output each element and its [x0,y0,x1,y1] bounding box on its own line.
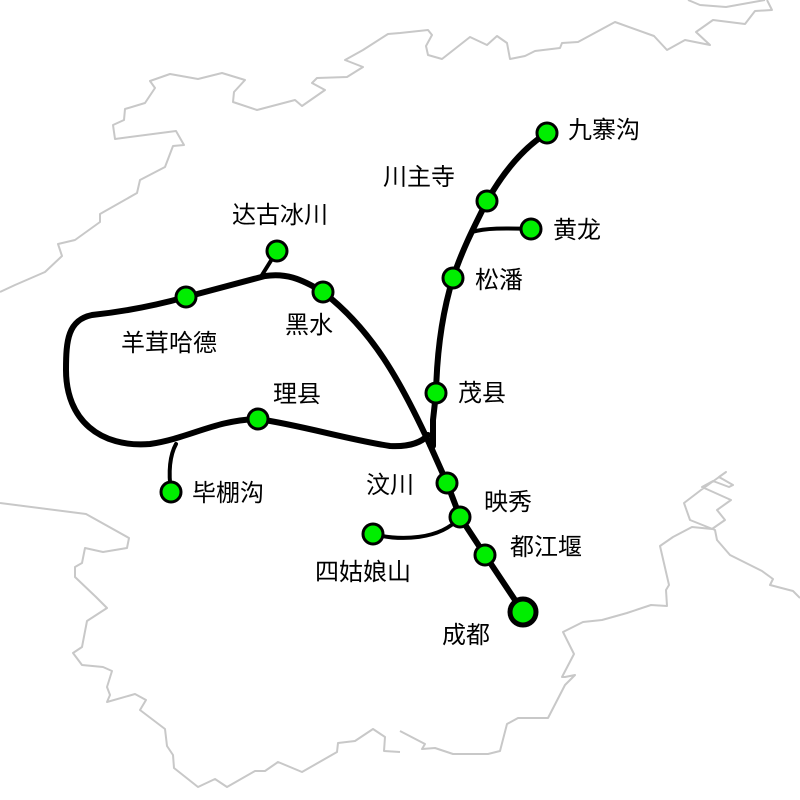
stations [159,121,559,628]
label-lixian: 理县 [273,380,321,408]
station-dujiangyan[interactable] [473,543,497,567]
station-yingxiu[interactable] [448,505,472,529]
border-southwest [0,502,401,788]
label-maoxian: 茂县 [458,379,506,407]
station-maoxian[interactable] [424,381,448,405]
label-bipenggou: 毕棚沟 [192,479,264,507]
border-northeast [687,0,766,8]
station-chuanzhusi[interactable] [475,189,499,213]
station-siguniangshan[interactable] [361,522,385,546]
station-huanglong[interactable] [519,217,543,241]
label-chengdu: 成都 [442,621,490,649]
border-north [0,0,773,293]
label-jiuzhaigou: 九寨沟 [568,116,640,144]
label-heishui: 黑水 [285,311,333,339]
route-loop-west [63,273,431,450]
station-heishui[interactable] [311,280,335,304]
station-chengdu[interactable] [507,596,539,628]
label-wenchuan: 汶川 [366,471,414,499]
label-yangronghade: 羊茸哈德 [121,329,217,357]
station-jiuzhaigou[interactable] [535,121,559,145]
station-yangronghade[interactable] [174,285,198,309]
label-siguniangshan: 四姑娘山 [315,558,411,586]
station-lixian[interactable] [246,407,270,431]
label-songpan: 松潘 [475,266,523,294]
border-southeast [399,471,800,755]
station-bipenggou[interactable] [159,480,183,504]
routes [63,130,550,615]
route-wenchuan-heishui [262,272,433,448]
label-chuanzhusi: 川主寺 [383,163,455,191]
route-branch-siguniangshan [371,516,461,540]
label-huanglong: 黄龙 [553,216,601,244]
label-yingxiu: 映秀 [484,488,532,516]
station-wenchuan[interactable] [435,471,459,495]
station-dagubingchuan[interactable] [265,239,289,263]
station-songpan[interactable] [441,266,465,290]
route-maoxian-jiuzhaigou [430,130,550,449]
label-dujiangyan: 都江堰 [510,533,582,561]
label-dagubingchuan: 达古冰川 [232,201,328,229]
